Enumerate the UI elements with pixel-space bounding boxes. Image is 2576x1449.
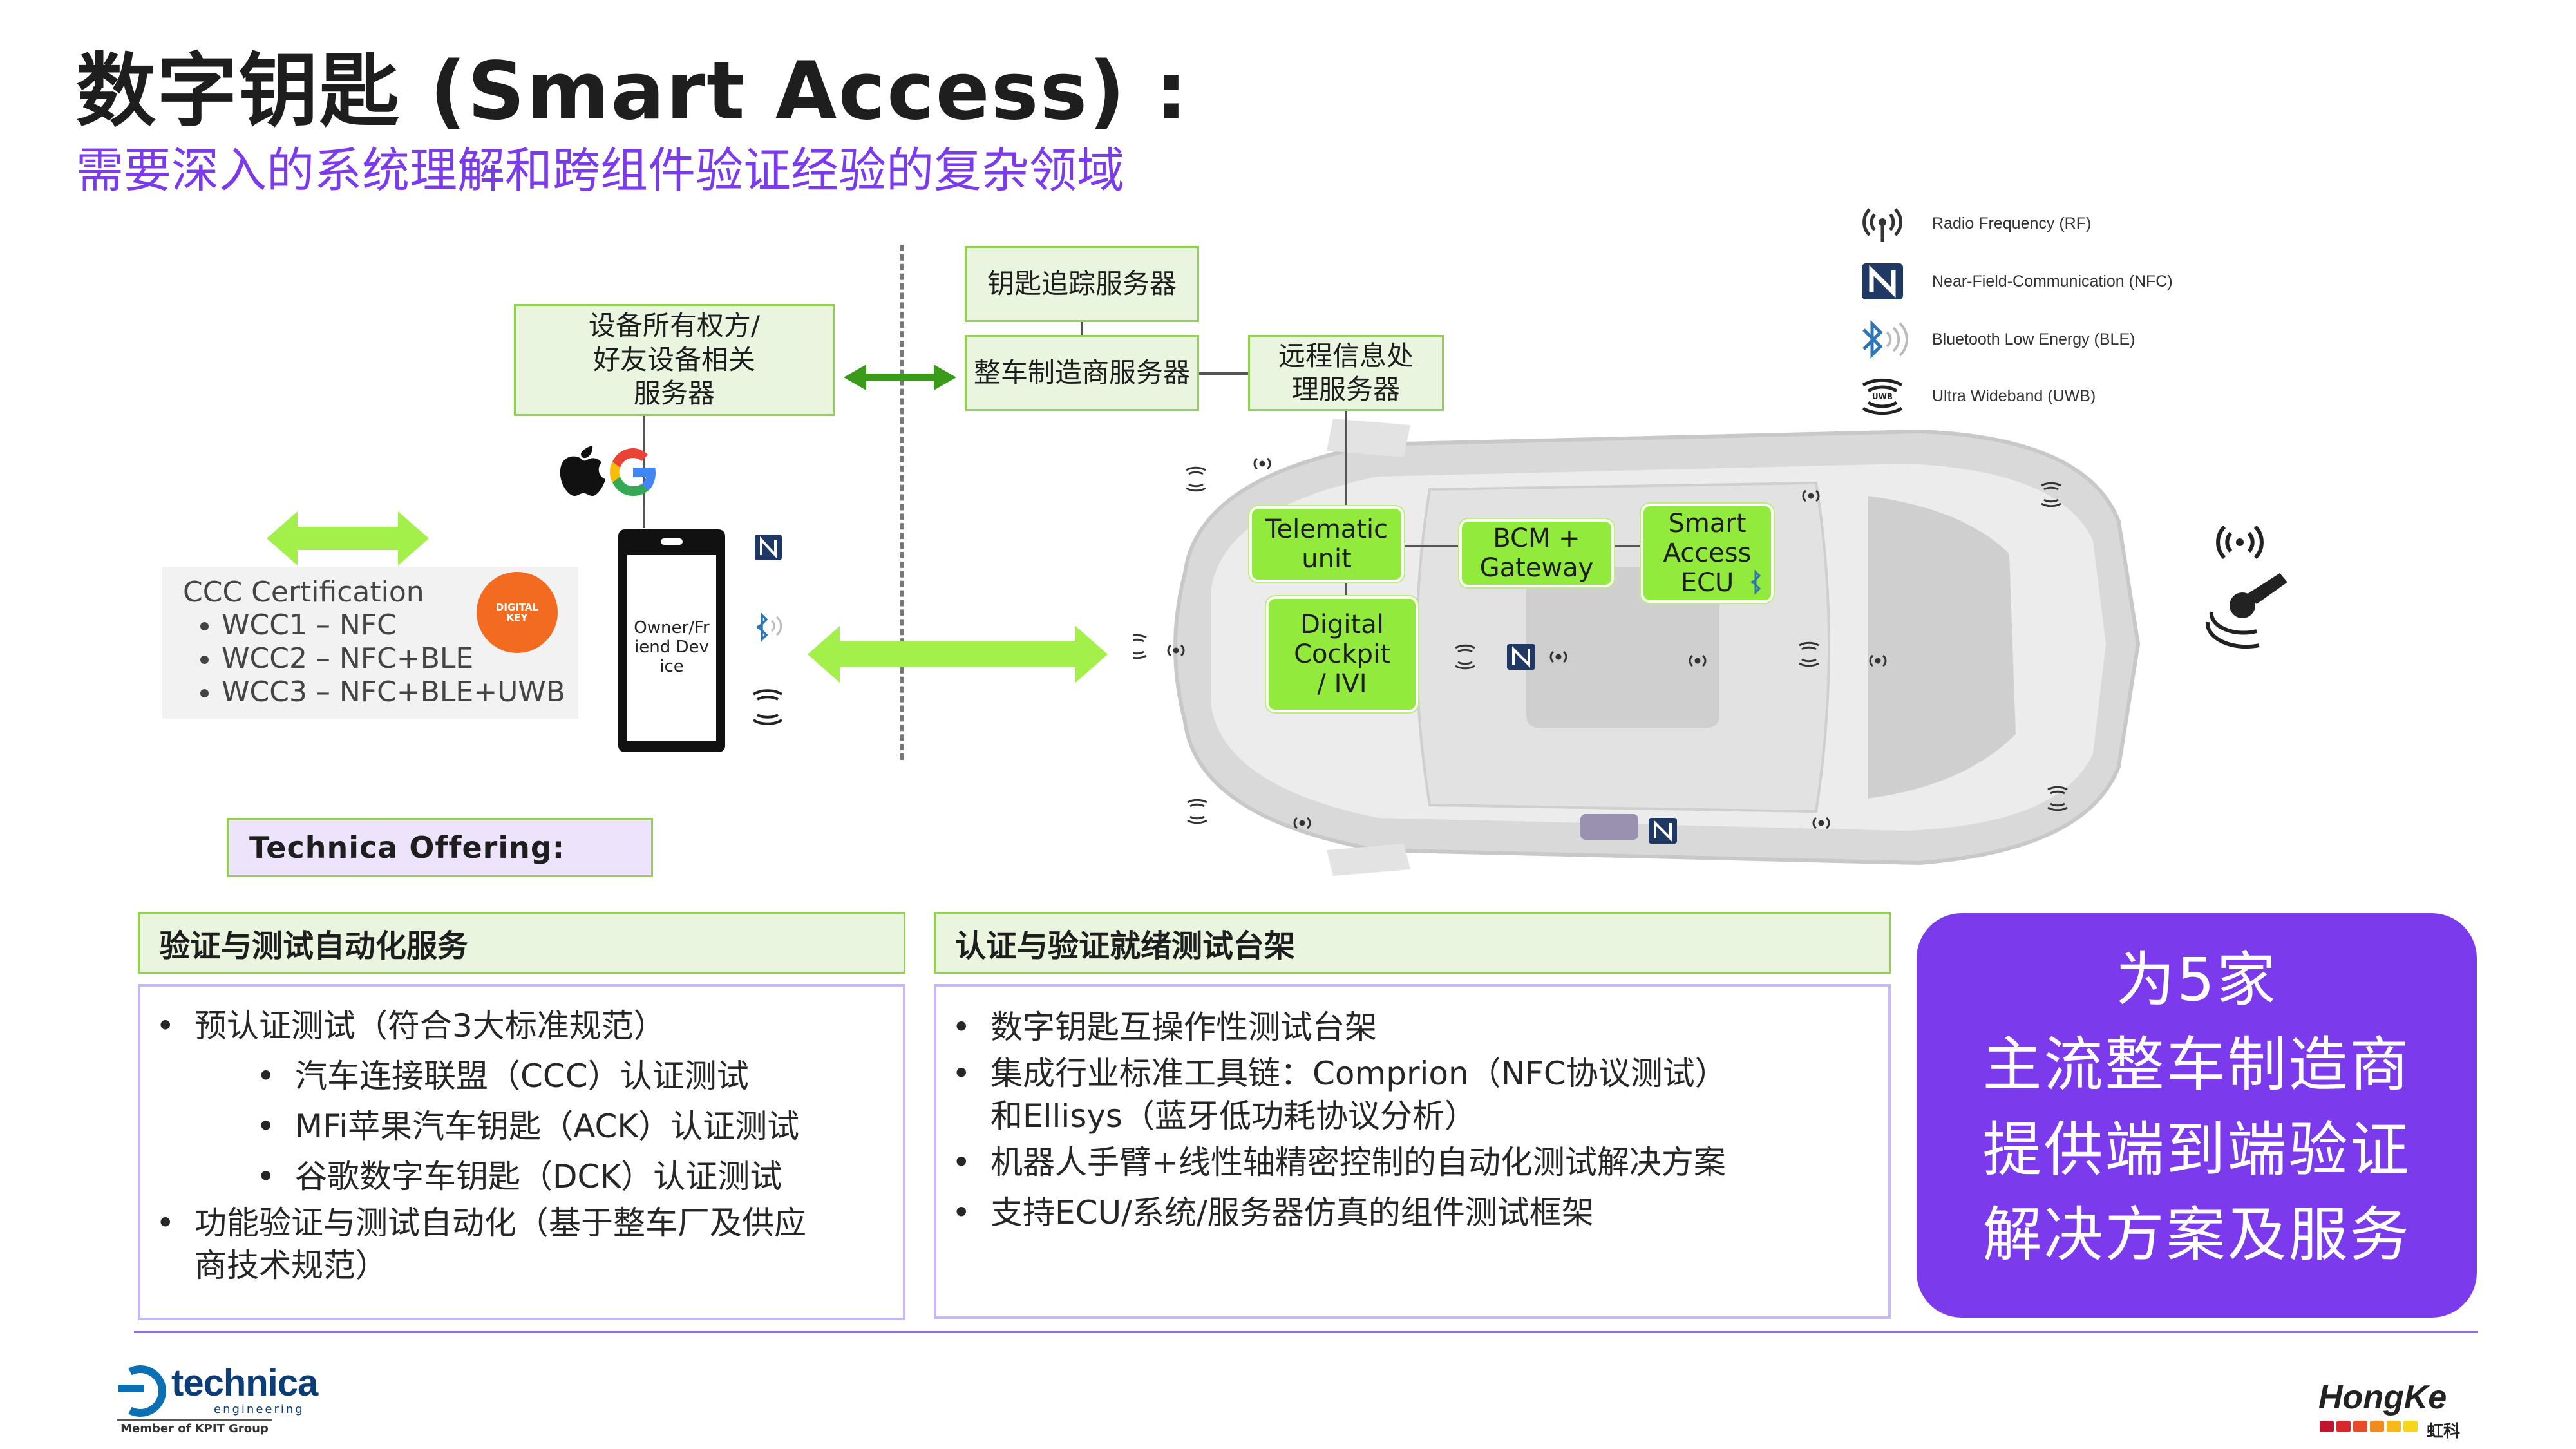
technica-member-note: Member of KPIT Group — [117, 1419, 272, 1435]
uwb-icon: UWB — [1855, 374, 1910, 419]
highlight-line: 解决方案及服务 — [1982, 1200, 2411, 1269]
card2-heading: 认证与验证就绪测试台架 — [934, 912, 1891, 974]
owner-device-phone: Owner/Friend Device — [618, 529, 725, 752]
svg-text:UWB: UWB — [1872, 392, 1893, 401]
rf-icon — [1549, 650, 1567, 663]
rf-icon — [1293, 817, 1311, 829]
rf-icon — [1253, 457, 1271, 470]
technica-logo: technica engineering Member of KPIT Grou… — [117, 1360, 318, 1437]
rf-icon — [1812, 817, 1830, 829]
phone-label: Owner/Friend Device — [634, 618, 710, 676]
telematics-server-box: 远程信息处理服务器 — [1248, 335, 1444, 411]
apple-logo-icon — [560, 446, 605, 496]
card1-heading: 验证与测试自动化服务 — [138, 912, 905, 974]
rf-icon — [1855, 201, 1910, 246]
rf-icon — [1689, 654, 1707, 667]
bluetooth-icon — [1750, 569, 1761, 595]
bluetooth-icon — [1855, 317, 1910, 362]
bcm-gateway-label: BCM + Gateway — [1479, 524, 1594, 583]
card2-body: 数字钥匙互操作性测试台架 集成行业标准工具链：Comprion（NFC协议测试）… — [934, 984, 1891, 1319]
card1-subitem: 谷歌数字车钥匙（DCK）认证测试 — [140, 1151, 903, 1202]
technica-logo-mark — [118, 1365, 166, 1417]
hongke-logo: HongKe 虹科 — [2318, 1378, 2473, 1441]
card2-item: 机器人手臂+线性轴精密控制的自动化测试解决方案 — [936, 1137, 1888, 1188]
card2-item: 集成行业标准工具链：Comprion（NFC协议测试）和Ellisys（蓝牙低功… — [936, 1052, 1750, 1137]
footer-divider — [134, 1331, 2478, 1333]
legend-nfc: Near-Field-Communication (NFC) — [1855, 259, 2173, 304]
legend-uwb-label: Ultra Wideband (UWB) — [1932, 386, 2096, 405]
uwb-icon — [2041, 482, 2061, 507]
key-tracking-server-box: 钥匙追踪服务器 — [965, 246, 1199, 322]
rf-icon — [1869, 654, 1887, 667]
smart-access-ecu-box: Smart Access ECU — [1641, 504, 1774, 603]
telematics-server-label: 远程信息处理服务器 — [1278, 339, 1414, 406]
bcm-gateway-box: BCM + Gateway — [1459, 519, 1614, 587]
telematic-unit-box: Telematic unit — [1249, 506, 1404, 582]
uwb-icon — [2047, 786, 2068, 811]
page-title: 数字钥匙 (Smart Access) : — [76, 45, 1189, 138]
hongke-color-bar — [2320, 1421, 2418, 1432]
uwb-icon — [1455, 644, 1475, 670]
technica-logo-text: technica — [171, 1362, 318, 1404]
ownership-server-label: 设备所有权方/好友设备相关服务器 — [588, 310, 761, 410]
key-tracking-server-label: 钥匙追踪服务器 — [987, 267, 1177, 299]
hongke-logo-sub: 虹科 — [2427, 1422, 2461, 1441]
card1-subitem: 汽车连接联盟（CCC）认证测试 — [140, 1051, 903, 1101]
rf-icon — [1802, 489, 1820, 502]
digital-cockpit-box: Digital Cockpit / IVI — [1266, 596, 1418, 712]
highlight-line: 主流整车制造商 — [1982, 1030, 2411, 1099]
card1-item: 功能验证与测试自动化（基于整车厂及供应商技术规范） — [140, 1202, 806, 1287]
uwb-icon — [1187, 799, 1208, 824]
highlight-line: 为5家 — [2116, 945, 2278, 1014]
bluetooth-icon — [756, 612, 768, 643]
uwb-icon — [1133, 634, 1147, 659]
hongke-logo-text: HongKe — [2318, 1379, 2447, 1416]
legend-nfc-label: Near-Field-Communication (NFC) — [1932, 272, 2173, 290]
technica-offering-label: Technica Offering: — [227, 818, 653, 877]
card2-item: 支持ECU/系统/服务器仿真的组件测试框架 — [936, 1188, 1888, 1238]
door-handle-icon — [1580, 814, 1638, 840]
card1-body: 预认证测试（符合3大标准规范） 汽车连接联盟（CCC）认证测试 MFi苹果汽车钥… — [138, 984, 905, 1320]
card2-item: 数字钥匙互操作性测试台架 — [936, 1002, 1888, 1052]
device-vehicle-double-arrow — [808, 626, 1108, 683]
uwb-icon — [752, 689, 783, 725]
card1-item: 预认证测试（符合3大标准规范） — [140, 1001, 903, 1051]
uwb-icon — [1186, 466, 1206, 492]
legend-rf: Radio Frequency (RF) — [1855, 201, 2091, 246]
ccc-double-arrow — [267, 511, 429, 565]
cloud-vehicle-divider — [900, 245, 904, 760]
ccc-item: WCC1 – NFC — [222, 609, 578, 642]
digital-key-badge-label: DIGITAL KEY — [495, 601, 539, 623]
rf-icon — [1167, 644, 1185, 657]
telematic-unit-label: Telematic unit — [1265, 515, 1388, 574]
highlight-line: 提供端到端验证 — [1982, 1115, 2411, 1184]
ccc-item: WCC3 – NFC+BLE+UWB — [222, 676, 578, 709]
legend-uwb: UWB Ultra Wideband (UWB) — [1855, 374, 2096, 419]
key-fob-icon — [2205, 525, 2287, 649]
page-subtitle: 需要深入的系统理解和跨组件验证经验的复杂领域 — [76, 143, 1124, 198]
legend-rf-label: Radio Frequency (RF) — [1932, 214, 2092, 232]
ccc-item: WCC2 – NFC+BLE — [222, 642, 578, 676]
digital-cockpit-label: Digital Cockpit / IVI — [1294, 610, 1390, 699]
highlight-box: 为5家 主流整车制造商 提供端到端验证 解决方案及服务 — [1917, 913, 2477, 1318]
digital-key-badge: DIGITAL KEY — [477, 572, 558, 653]
legend-ble-label: Bluetooth Low Energy (BLE) — [1932, 330, 2136, 348]
oem-server-label: 整车制造商服务器 — [973, 356, 1190, 388]
ccc-heading: CCC Certification — [183, 576, 424, 609]
nfc-icon — [1855, 259, 1910, 304]
oem-server-box: 整车制造商服务器 — [965, 335, 1199, 411]
technica-logo-sub: engineering — [214, 1403, 305, 1416]
card1-subitem: MFi苹果汽车钥匙（ACK）认证测试 — [140, 1101, 903, 1151]
google-logo-icon — [610, 448, 656, 496]
car-antenna-icons — [1133, 457, 2068, 844]
smart-access-ecu-label: Smart Access ECU — [1663, 509, 1752, 598]
legend-ble: Bluetooth Low Energy (BLE) — [1855, 317, 2135, 362]
ownership-server-box: 设备所有权方/好友设备相关服务器 — [514, 304, 835, 416]
phone-connectivity-icons — [752, 535, 783, 725]
uwb-icon — [1799, 641, 1819, 667]
